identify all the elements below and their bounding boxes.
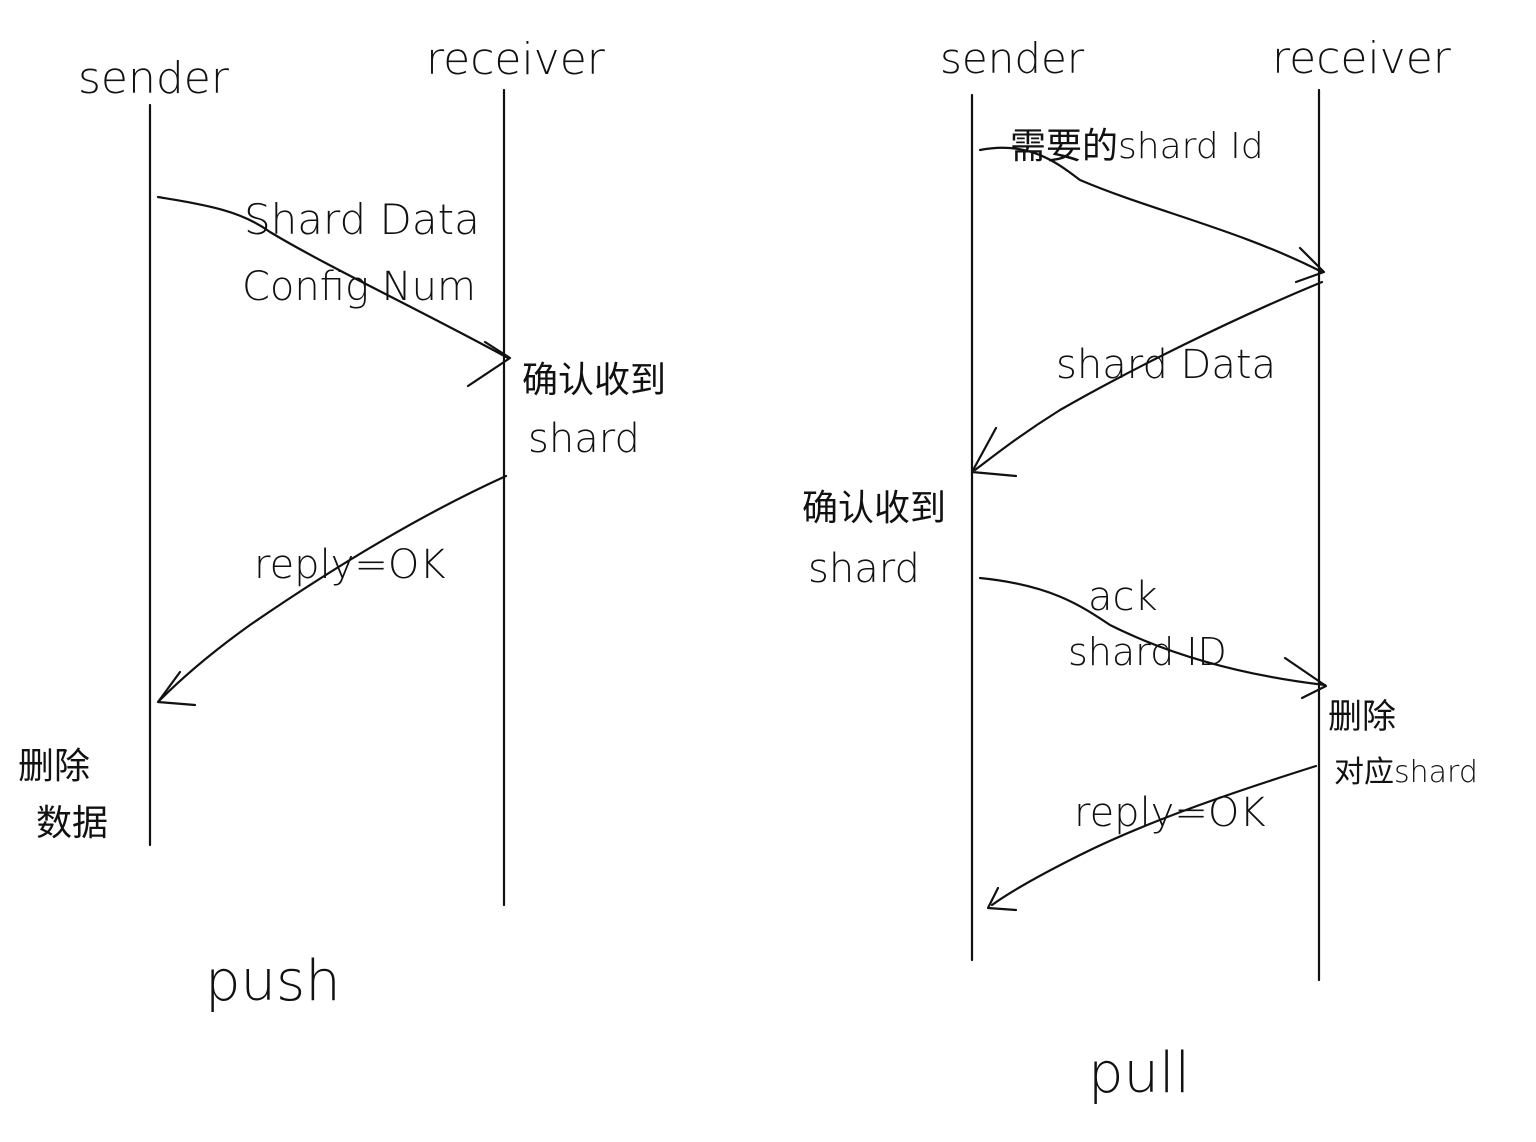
pull-receiver-note-line2: 对应shard: [1334, 755, 1478, 790]
push-reply-arrowhead: [156, 670, 197, 707]
push-reply-arrow: [158, 474, 508, 702]
push-sender-label: sender: [78, 53, 230, 104]
pull-reply-arrowhead: [986, 886, 1018, 912]
pull-ack-label-line1: ack: [1088, 574, 1158, 620]
push-sender-note-line1: 删除: [18, 746, 90, 787]
push-receiver-note-line2: shard: [528, 416, 640, 462]
pull-reply-label: reply=OK: [1074, 790, 1266, 836]
pull-reply-arrow: [990, 764, 1318, 907]
push-msg1-arrowhead: [466, 340, 512, 388]
pull-sender-label: sender: [940, 34, 1085, 83]
pull-msg1-label: 需要的shard Id: [1010, 126, 1264, 167]
pull-sender-note-line1: 确认收到: [802, 488, 946, 529]
push-sender-note-line2: 数据: [36, 803, 108, 844]
pull-ack-arrow: [978, 576, 1327, 687]
pull-receiver-label: receiver: [1272, 33, 1452, 84]
push-receiver-note-line1: 确认收到: [522, 360, 666, 401]
push-msg1-label-line2: Config Num: [242, 264, 476, 310]
push-msg1-label-line1: Shard Data: [244, 195, 480, 244]
pull-diagram: sender receiver 需要的shard Id shard Data 确…: [802, 33, 1478, 1106]
pull-msg2-arrow: [973, 280, 1324, 472]
pull-ack-arrowhead: [1283, 656, 1328, 700]
push-reply-label: reply=OK: [254, 542, 446, 588]
pull-sender-note-line2: shard: [808, 546, 920, 592]
pull-msg2-label: shard Data: [1056, 342, 1276, 388]
push-title: push: [205, 949, 341, 1014]
pull-msg1-arrow: [978, 146, 1324, 274]
pull-receiver-note-line1: 删除: [1328, 697, 1396, 737]
pull-msg2-arrowhead: [970, 426, 1018, 478]
push-receiver-label: receiver: [426, 34, 606, 85]
pull-ack-label-line2: shard ID: [1068, 630, 1227, 674]
push-msg1-arrow: [156, 195, 510, 360]
push-diagram: sender receiver Shard Data Config Num 确认…: [18, 34, 666, 1014]
pull-msg1-arrowhead: [1294, 246, 1326, 284]
pull-title: pull: [1088, 1041, 1190, 1106]
